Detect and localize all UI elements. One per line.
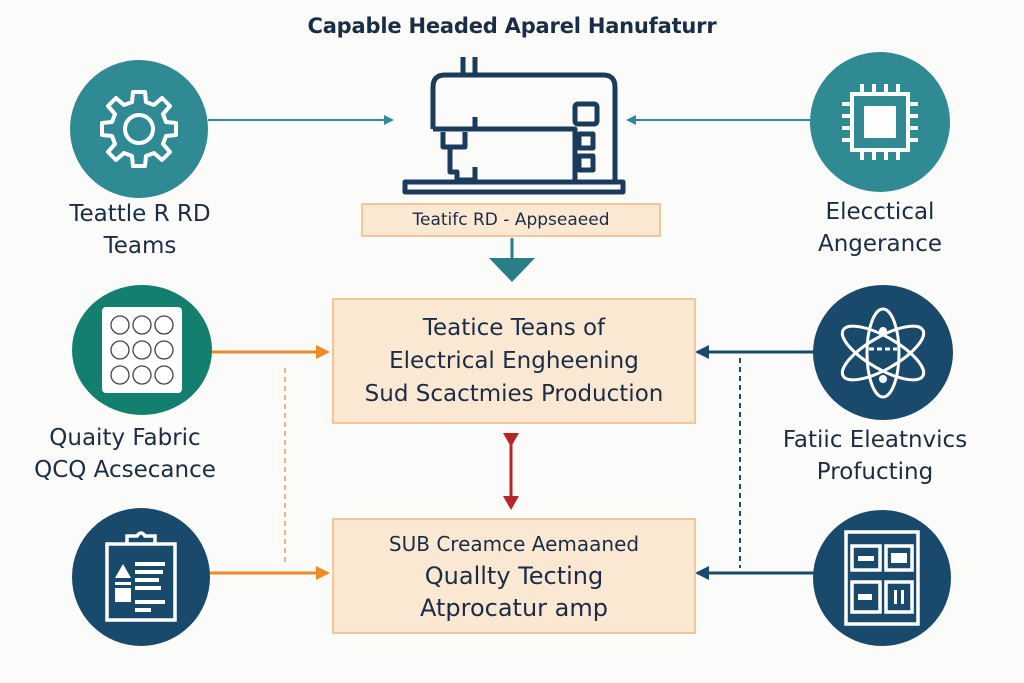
production-box[interactable]: Teatice Teans of Electrical Engheening S… xyxy=(332,298,696,424)
sewing-machine-icon xyxy=(395,52,630,202)
diagram-title: Capable Headed Aparel Hanufaturr xyxy=(307,14,717,38)
label-line: Elecctical xyxy=(825,199,935,225)
node-top-right[interactable] xyxy=(810,52,950,192)
top-center-label: Teatifc RD - Appseaeed xyxy=(361,203,661,237)
node-bottom-left[interactable] xyxy=(72,508,210,646)
chip-icon xyxy=(842,84,918,160)
quality-box[interactable]: SUB Creamce Aemaaned Quallty Tecting Atp… xyxy=(332,518,696,634)
label-line: Fatiic Eleatnvics xyxy=(782,427,968,453)
node-mid-right[interactable] xyxy=(813,285,953,420)
node-top-right-label: Elecctical Angerance xyxy=(770,196,990,260)
node-mid-left-label: Quaity Fabric QCQ Acsecance xyxy=(20,422,230,486)
box-line: Atprocatur amp xyxy=(419,594,608,622)
box-line: Electrical Engheening xyxy=(389,347,639,374)
node-top-left[interactable] xyxy=(70,60,208,198)
label-line: Quaity Fabric xyxy=(49,425,201,451)
atom-icon xyxy=(840,307,926,398)
fabric-swatch-icon xyxy=(102,307,182,393)
node-mid-right-label: Fatiic Eleatnvics Profucting xyxy=(760,424,990,488)
node-bottom-right[interactable] xyxy=(813,510,951,646)
top-center-label-text: Teatifc RD - Appseaeed xyxy=(412,210,610,230)
node-top-left-label: Teattle R RD Teams xyxy=(30,198,250,262)
control-panel-icon xyxy=(844,530,920,626)
label-line: Angerance xyxy=(818,231,942,257)
label-line: QCQ Acsecance xyxy=(34,457,216,483)
gear-icon xyxy=(100,90,178,168)
node-mid-left[interactable] xyxy=(72,285,212,415)
label-line: Teattle R RD xyxy=(69,201,211,227)
label-line: Profucting xyxy=(816,459,934,485)
box-line: SUB Creamce Aemaaned xyxy=(388,532,640,556)
label-line: Teams xyxy=(103,233,177,259)
clipboard-icon xyxy=(105,531,177,622)
box-line: Quallty Tecting xyxy=(424,562,604,590)
box-line: Sud Scactmies Production xyxy=(364,380,664,407)
box-line: Teatice Teans of xyxy=(422,314,606,341)
arrow-label-down-head xyxy=(489,258,535,282)
